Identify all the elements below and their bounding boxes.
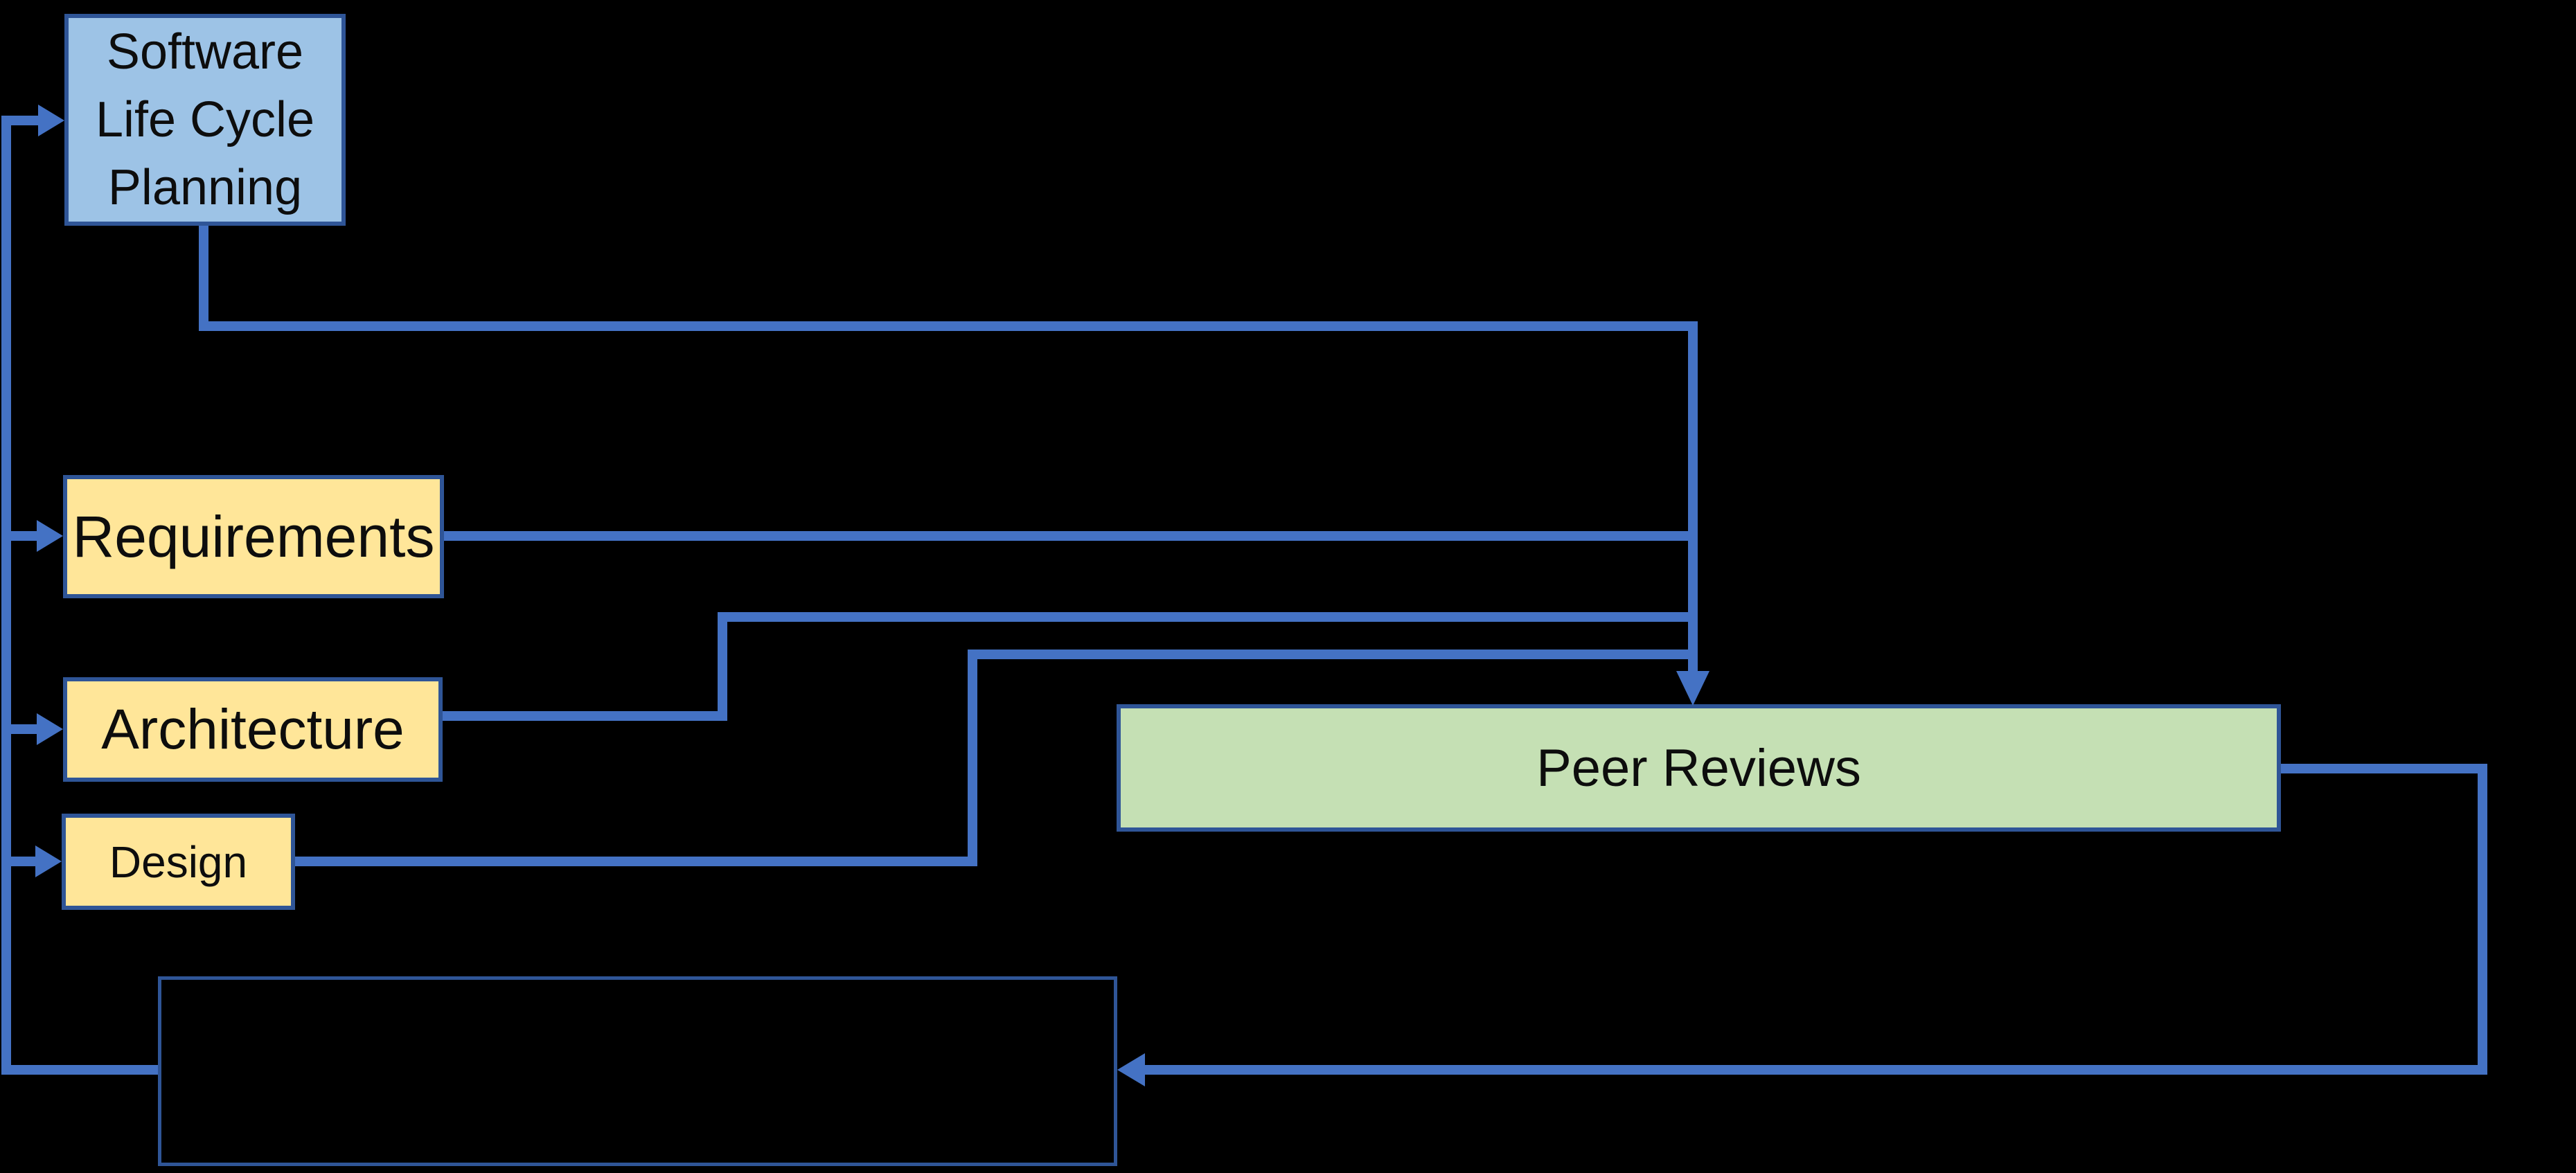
connector-architecture-out-vertical — [718, 612, 727, 721]
requirements-label: Requirements — [72, 503, 435, 569]
connector-architecture-out-h1 — [441, 711, 727, 721]
slcp-label-line1: Software — [106, 24, 304, 80]
slcp-label-line2: Life Cycle — [95, 92, 315, 147]
connector-slcp-out-vertical — [199, 223, 208, 331]
node-architecture: Architecture — [63, 677, 443, 782]
slcp-label: Software Life Cycle Planning — [96, 18, 314, 222]
connector-design-out-vertical — [968, 650, 977, 866]
connector-branch-to-requirements — [1, 531, 38, 541]
connector-branch-to-slcp — [1, 116, 39, 125]
node-feedback-box — [158, 976, 1117, 1166]
arrowhead-into-design — [35, 845, 62, 877]
node-peer-reviews: Peer Reviews — [1117, 704, 2281, 832]
arrowhead-into-feedback-box — [1117, 1053, 1145, 1086]
node-requirements: Requirements — [63, 475, 444, 598]
arrowhead-into-peer-reviews — [1676, 671, 1709, 706]
connector-peer-reviews-out — [2280, 764, 2487, 773]
connector-loop-bottom-horizontal — [1143, 1065, 2487, 1075]
connector-architecture-out-h2 — [718, 612, 1698, 622]
architecture-label: Architecture — [101, 697, 405, 761]
connector-main-vertical-to-peer-reviews — [1688, 321, 1698, 671]
connector-design-out-h2 — [968, 650, 1698, 659]
arrowhead-into-architecture — [37, 713, 63, 745]
arrowhead-into-requirements — [37, 520, 63, 552]
connector-feedback-box-to-trunk — [1, 1065, 158, 1075]
connector-loop-right-vertical — [2478, 764, 2487, 1075]
design-label: Design — [109, 836, 248, 887]
slcp-label-line3: Planning — [107, 160, 303, 215]
connector-branch-to-design — [1, 857, 37, 866]
node-software-life-cycle-planning: Software Life Cycle Planning — [64, 14, 346, 226]
node-design: Design — [62, 814, 295, 910]
connector-feedback-trunk-vertical — [1, 116, 11, 1075]
peer-reviews-label: Peer Reviews — [1536, 738, 1861, 798]
arrowhead-into-slcp — [38, 105, 64, 136]
connector-requirements-out — [443, 531, 1698, 541]
connector-slcp-out-horizontal — [199, 321, 1698, 331]
connector-branch-to-architecture — [1, 724, 38, 734]
connector-design-out-h1 — [294, 857, 977, 866]
